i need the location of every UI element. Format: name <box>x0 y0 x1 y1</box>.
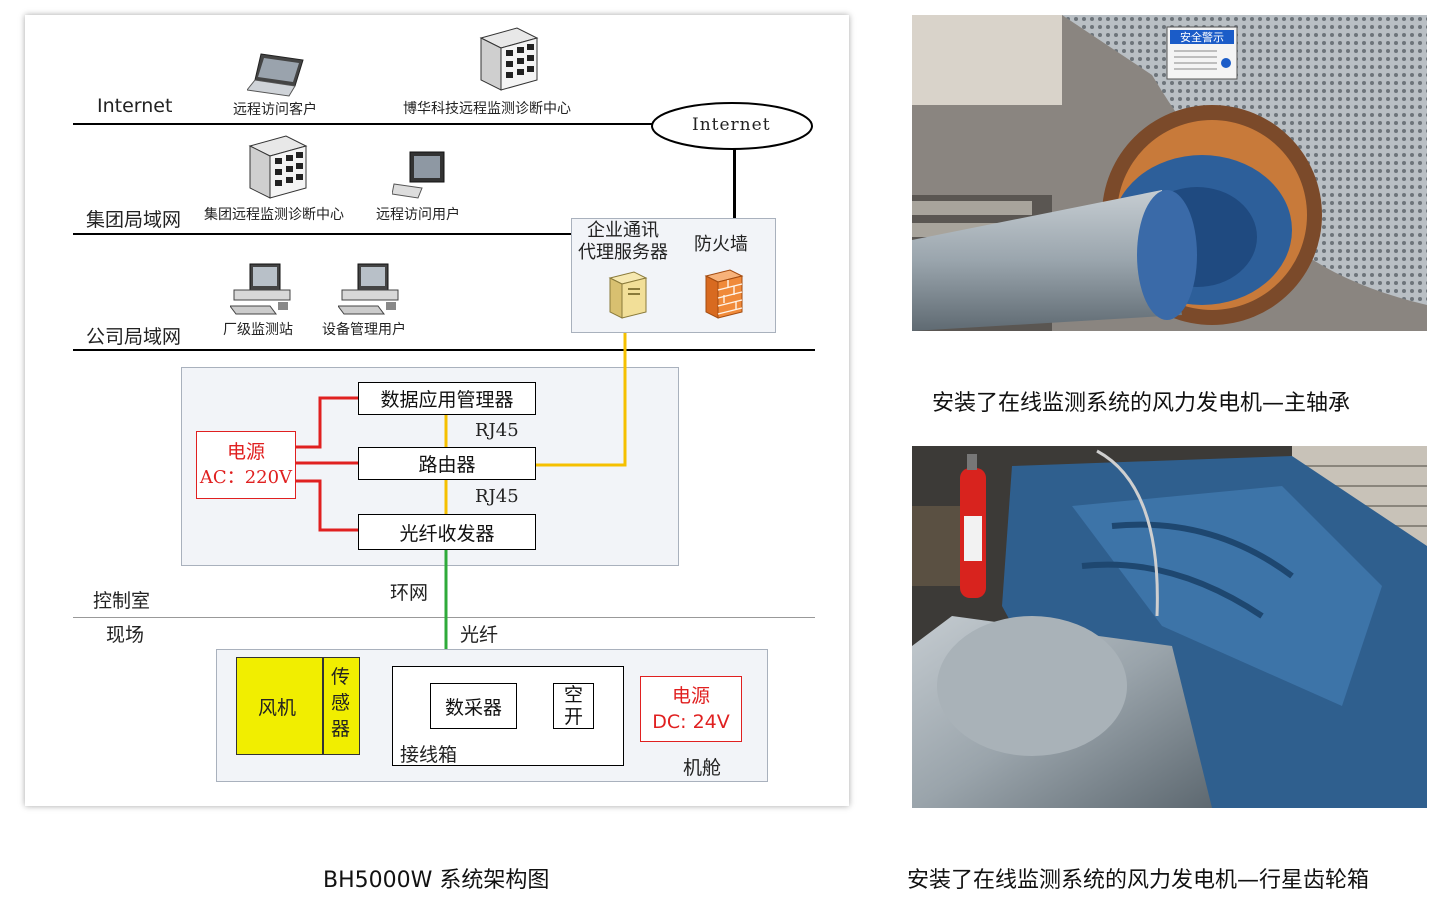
internet-cloud-label: Internet <box>692 115 771 135</box>
dc-power-spec: DC: 24V <box>652 711 730 733</box>
firewall-icon <box>704 269 744 319</box>
group-center-label: 集团远程监测诊断中心 <box>204 207 344 223</box>
desktop-computer-icon <box>230 263 291 315</box>
plant-station-label: 厂级监测站 <box>223 322 293 338</box>
power-line <box>296 396 358 449</box>
server-building-icon <box>479 27 539 91</box>
air-switch-label: 空开 <box>563 684 583 728</box>
internet-label: Internet <box>97 95 173 117</box>
company-lan-line <box>73 349 815 351</box>
ring-network-label: 环网 <box>390 582 429 604</box>
dc-power-box: 电源 DC: 24V <box>640 676 742 742</box>
ac-power-title: 电源 <box>226 441 265 463</box>
proxy-server-label: 企业通讯 代理服务器 <box>578 220 668 263</box>
gearbox-illustration <box>912 446 1427 808</box>
safety-sign-text: 安全警示 <box>1180 30 1224 44</box>
monitor-icon <box>392 151 445 199</box>
junction-box-label: 接线箱 <box>400 744 458 766</box>
fan-block <box>236 657 360 755</box>
ac-power-spec: AC：220V <box>199 467 293 488</box>
diagram-caption: BH5000W 系统架构图 <box>323 868 550 893</box>
remote-client-label: 远程访问客户 <box>233 102 317 118</box>
server-building-icon <box>248 135 308 199</box>
air-switch-box: 空开 <box>553 683 594 729</box>
data-app-manager-box: 数据应用管理器 <box>358 382 536 415</box>
equipment-user-label: 设备管理用户 <box>322 322 406 338</box>
cloud-to-firewall-line <box>733 148 736 218</box>
company-lan-label: 公司局域网 <box>86 326 182 348</box>
fan-sensor-divider <box>322 657 324 755</box>
gearbox-photo <box>912 446 1427 808</box>
internet-cloud <box>651 102 813 150</box>
desktop-computer-icon <box>338 263 399 315</box>
fan-label: 风机 <box>258 697 297 719</box>
main-bearing-caption: 安装了在线监测系统的风力发电机—主轴承 <box>932 391 1351 416</box>
power-line <box>296 479 358 532</box>
data-acquisition-box: 数采器 <box>430 683 517 729</box>
gearbox-caption: 安装了在线监测系统的风力发电机—行星齿轮箱 <box>907 868 1370 893</box>
bohua-center-label: 博华科技远程监测诊断中心 <box>403 101 571 117</box>
sensor-label: 传感器 <box>331 666 351 740</box>
firewall-label: 防火墙 <box>694 234 748 255</box>
fiber-transceiver-box: 光纤收发器 <box>358 514 536 550</box>
remote-user-label: 远程访问用户 <box>376 207 460 223</box>
nacelle-label: 机舱 <box>683 757 722 779</box>
main-bearing-photo: 安全警示 <box>912 15 1427 331</box>
router-box: 路由器 <box>358 447 536 480</box>
group-lan-line <box>73 233 573 235</box>
rj45-label: RJ45 <box>475 486 519 507</box>
laptop-icon <box>247 53 304 97</box>
field-label: 现场 <box>106 624 145 646</box>
field-line <box>73 617 815 618</box>
fiber-label: 光纤 <box>460 624 499 646</box>
ethernet-line <box>535 333 627 467</box>
rj45-label: RJ45 <box>475 420 519 441</box>
internet-line <box>73 123 653 125</box>
dc-power-title: 电源 <box>671 685 710 707</box>
group-lan-label: 集团局域网 <box>86 209 182 231</box>
server-tower-icon <box>608 271 648 319</box>
control-room-label: 控制室 <box>93 590 151 612</box>
ac-power-box: 电源 AC：220V <box>196 431 296 499</box>
main-bearing-illustration: 安全警示 <box>912 15 1427 331</box>
